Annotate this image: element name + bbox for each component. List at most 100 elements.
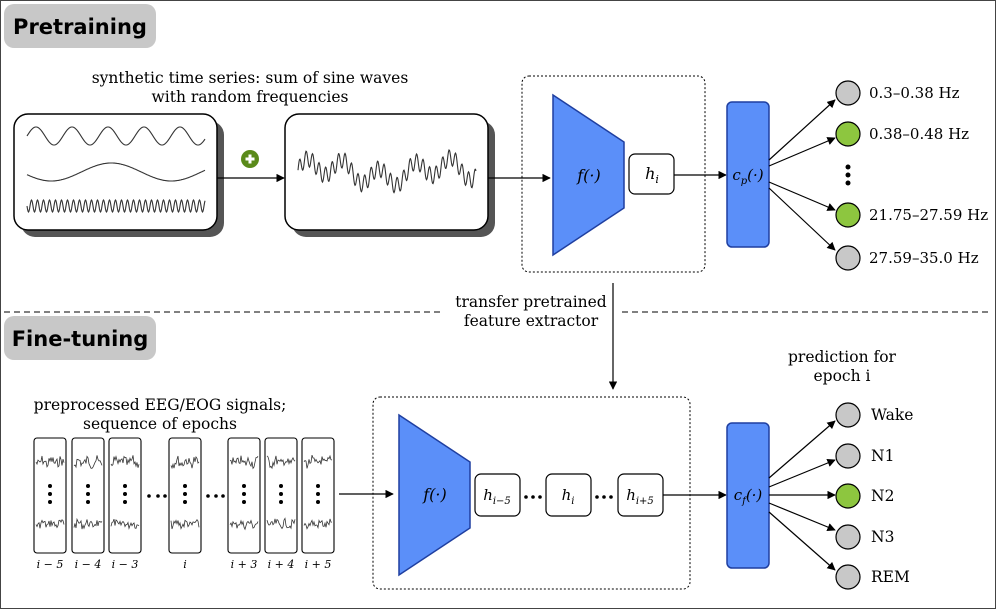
- channel-ellipsis: [86, 484, 90, 488]
- stage-label-3: N3: [871, 528, 894, 546]
- hidden-label-1: hi: [562, 486, 575, 507]
- eeg-caption-line2: sequence of epochs: [83, 415, 237, 433]
- channel-ellipsis: [279, 500, 283, 504]
- channel-ellipsis: [316, 484, 320, 488]
- transfer-caption-line2: feature extractor: [464, 312, 599, 330]
- stage-label-4: REM: [871, 568, 910, 586]
- channel-ellipsis: [123, 492, 127, 496]
- channel-ellipsis: [86, 500, 90, 504]
- epoch-ellipsis: [214, 494, 218, 498]
- epoch-ellipsis: [147, 494, 151, 498]
- channel-ellipsis: [242, 492, 246, 496]
- epoch-label: i − 5: [37, 558, 64, 571]
- h-ellipsis: [609, 495, 613, 499]
- eeg-trace: [73, 455, 103, 469]
- hidden-label-0: hi−5: [483, 486, 511, 507]
- stage-label-1: N1: [871, 447, 894, 465]
- h-ellipsis: [595, 495, 599, 499]
- channel-ellipsis: [316, 492, 320, 496]
- pretraining-label-bg: [4, 4, 156, 48]
- epoch-ellipsis: [206, 494, 210, 498]
- pretraining-label: Pretraining: [13, 15, 147, 39]
- eog-trace: [73, 517, 103, 530]
- eog-trace: [303, 518, 332, 530]
- finetune-f-label: f(·): [422, 485, 447, 504]
- eeg-trace: [110, 455, 140, 468]
- eog-trace: [229, 519, 259, 531]
- finetuning-label-bg: [4, 316, 156, 360]
- ellipsis-dot: [845, 172, 851, 178]
- pretrain-hidden-box: [628, 153, 675, 195]
- eog-trace: [170, 518, 200, 530]
- hidden-box-2: [617, 473, 664, 517]
- eog-trace: [266, 517, 296, 530]
- epoch-label: i + 3: [231, 558, 258, 571]
- plus-icon-v: [248, 154, 252, 164]
- sine-wave-low: [26, 126, 206, 146]
- epoch-ellipsis: [156, 494, 160, 498]
- channel-ellipsis: [183, 484, 187, 488]
- stage-node-4: [835, 564, 861, 590]
- pretrain-classifier: [726, 101, 770, 248]
- pretrain-output-node-1: [835, 121, 861, 147]
- arrow-fout-4: [768, 511, 836, 571]
- arrow-pout-0: [768, 99, 836, 161]
- eeg-trace: [170, 455, 200, 470]
- stage-label-2: N2: [871, 487, 894, 505]
- eeg-trace: [303, 454, 333, 469]
- arrow-fout-1: [768, 458, 836, 488]
- pretrain-output-node-2: [835, 202, 861, 228]
- pretrain-encoder-container: [521, 75, 706, 273]
- pretrain-output-label-2: 21.75–27.59 Hz: [869, 206, 988, 224]
- epoch-ellipsis: [163, 494, 167, 498]
- arrow-pout-2: [768, 181, 836, 211]
- epoch-label: i − 4: [75, 558, 102, 571]
- pretrain-f-label: f(·): [576, 166, 601, 185]
- epoch-ellipsis: [221, 494, 225, 498]
- sine-wave-fast: [26, 198, 206, 214]
- arrow-fout-3: [768, 502, 836, 532]
- channel-ellipsis: [183, 492, 187, 496]
- epoch-label: i + 5: [305, 558, 332, 571]
- transfer-caption-line1: transfer pretrained: [455, 293, 607, 311]
- stage-node-3: [835, 524, 861, 550]
- channel-ellipsis: [183, 500, 187, 504]
- channel-ellipsis: [48, 484, 52, 488]
- hidden-box-0: [474, 473, 521, 517]
- summed-signal-box: [284, 113, 489, 231]
- prediction-caption-line2: epoch i: [814, 367, 871, 385]
- synthetic-caption-line2: with random frequencies: [151, 88, 348, 106]
- summed-wave: [297, 149, 477, 194]
- stage-node-1: [835, 443, 861, 469]
- pretrain-feature-extractor: [552, 93, 625, 257]
- ellipsis-dot: [845, 180, 851, 186]
- eog-trace: [110, 518, 140, 530]
- pretrain-outputs: 0.3–0.38 Hz 0.38–0.48 Hz 21.75–27.59 Hz …: [768, 80, 988, 271]
- eeg-trace: [229, 455, 259, 470]
- finetuning-label: Fine-tuning: [12, 327, 149, 351]
- sine-wave-slow: [26, 162, 206, 182]
- arrow-fout-0: [768, 420, 836, 479]
- eeg-trace: [35, 455, 65, 468]
- channel-ellipsis: [242, 500, 246, 504]
- finetune-feature-extractor: [398, 413, 471, 577]
- eog-trace: [35, 519, 65, 529]
- epoch-label: i: [183, 558, 187, 571]
- channel-ellipsis: [123, 500, 127, 504]
- h-ellipsis: [538, 495, 542, 499]
- pretrain-output-node-0: [835, 80, 861, 106]
- epoch-label: i − 3: [112, 558, 139, 571]
- pretrain-hidden-label: hi: [645, 164, 659, 186]
- stage-node-0: [835, 402, 861, 428]
- channel-ellipsis: [123, 484, 127, 488]
- hidden-box-1: [545, 473, 592, 517]
- ellipsis-dot: [845, 164, 851, 170]
- channel-ellipsis: [86, 492, 90, 496]
- channel-ellipsis: [48, 500, 52, 504]
- channel-ellipsis: [242, 484, 246, 488]
- channel-ellipsis: [316, 500, 320, 504]
- finetune-classifier-label: cf(·): [734, 486, 763, 507]
